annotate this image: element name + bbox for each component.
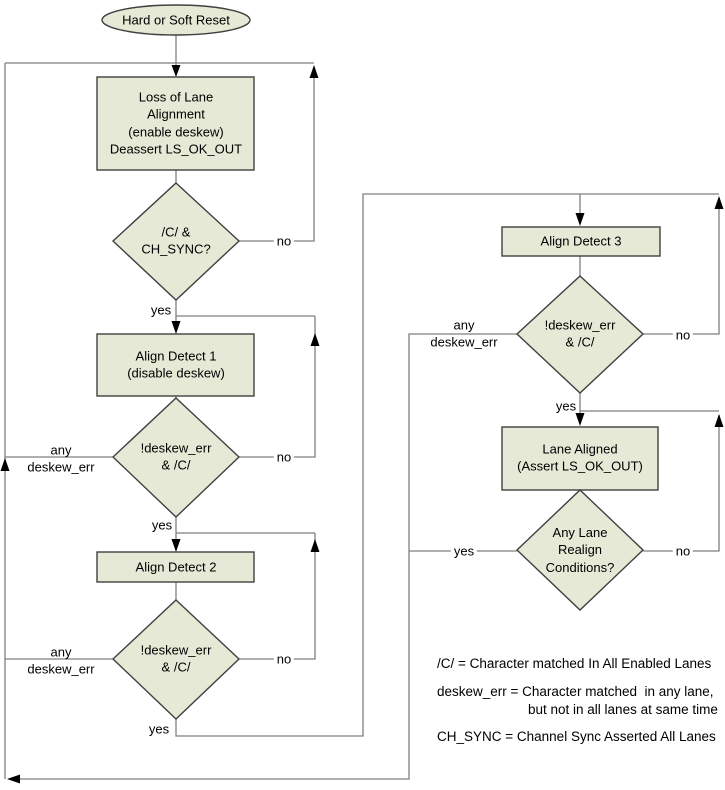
- arrowhead-d2-no-up: [310, 333, 320, 346]
- lane-aligned-box: [501, 426, 659, 491]
- arrowhead-bottom-left: [7, 774, 20, 784]
- edge-label-yes-2: yes: [151, 517, 173, 533]
- arrowhead-into-ad3: [575, 213, 585, 226]
- decision-realign-diamond: [515, 489, 645, 611]
- deskew-1-label: !deskew_err & /C/: [140, 440, 212, 473]
- arrowhead-d1-no-up: [309, 65, 319, 78]
- connector-d4-any-deskew-to-bottom: [12, 333, 517, 780]
- align-detect-1-label: Align Detect 1 (disable deskew): [127, 348, 225, 381]
- connector-d1-no-loop: [239, 67, 315, 242]
- connector-d4-no-loop: [643, 198, 720, 335]
- edge-label-no-4: no: [672, 326, 694, 344]
- arrowhead-into-aligned: [575, 413, 585, 426]
- legend-deskew-definition-1: deskew_err = Character matched in any la…: [437, 684, 714, 699]
- align-detect-3-box: [501, 226, 661, 257]
- deskew-2-label: !deskew_err & /C/: [140, 642, 212, 675]
- connector-d3-no-loop: [239, 533, 316, 660]
- legend-deskew-definition-2: but not in all lanes at same time: [528, 702, 718, 717]
- connector-d3-yes-to-ad3: [175, 193, 719, 737]
- arrowhead-left-return-up: [0, 458, 10, 471]
- decision-ch-sync-diamond: [111, 182, 241, 301]
- edge-label-any-deskew-2: any deskew_err: [27, 644, 95, 677]
- decision-deskew-3-diamond: [515, 275, 645, 394]
- edge-label-yes-1: yes: [150, 302, 172, 318]
- ch-sync-label: /C/ & CH_SYNC?: [141, 224, 211, 257]
- deskew-3-label: !deskew_err & /C/: [544, 317, 616, 350]
- loss-of-lane-box: [96, 76, 255, 171]
- arrowhead-d4-no-up: [714, 196, 724, 209]
- decision-deskew-2-diamond: [111, 599, 241, 720]
- edge-label-no-5: no: [672, 542, 694, 560]
- edge-label-yes-4: yes: [555, 398, 577, 414]
- edge-label-no-3: no: [273, 650, 295, 668]
- arrowhead-into-ad2: [171, 539, 181, 552]
- edge-label-yes-3: yes: [148, 721, 170, 737]
- arrowhead-d5-no-up: [714, 414, 724, 427]
- connector-d2-no-loop: [239, 316, 316, 458]
- arrowhead-into-ad1: [171, 321, 181, 334]
- align-detect-2-label: Align Detect 2: [135, 559, 217, 575]
- start-ellipse: [101, 4, 251, 36]
- edge-label-no-1: no: [273, 232, 295, 250]
- edge-label-yes-5: yes: [450, 542, 478, 560]
- connector-d5-no-loop: [643, 415, 720, 552]
- align-detect-2-box: [96, 551, 255, 583]
- start-label: Hard or Soft Reset: [122, 12, 230, 28]
- lane-aligned-label: Lane Aligned (Assert LS_OK_OUT): [517, 441, 643, 474]
- arrowhead-into-loss: [171, 65, 181, 77]
- decision-deskew-1-diamond: [111, 397, 241, 518]
- edge-label-any-deskew-1: any deskew_err: [27, 442, 95, 475]
- edge-label-no-2: no: [273, 448, 295, 466]
- arrowhead-d3-no-up: [310, 539, 320, 552]
- align-detect-1-box: [96, 333, 255, 397]
- loss-of-lane-label: Loss of Lane Alignment (enable deskew) D…: [109, 89, 243, 157]
- align-detect-3-label: Align Detect 3: [540, 233, 622, 249]
- legend-c-definition: /C/ = Character matched In All Enabled L…: [437, 656, 712, 671]
- legend-ch-sync-definition: CH_SYNC = Channel Sync Asserted All Lane…: [437, 729, 716, 744]
- realign-label: Any Lane Realign Conditions?: [545, 525, 615, 575]
- edge-label-any-deskew-3: any deskew_err: [430, 317, 498, 350]
